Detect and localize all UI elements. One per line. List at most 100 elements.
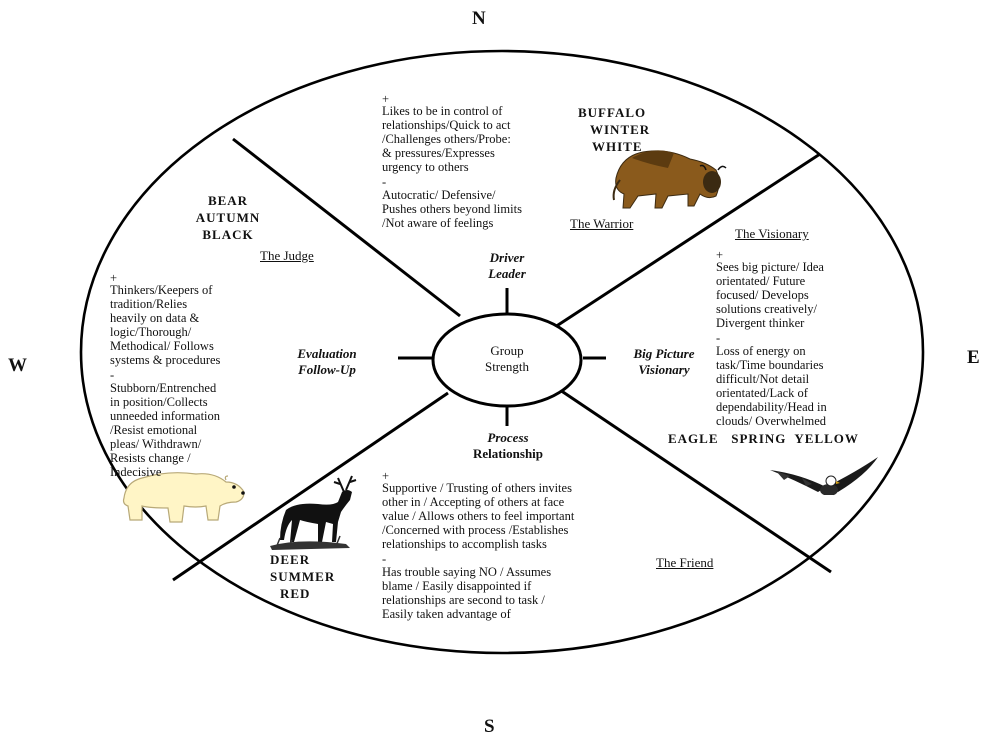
north-animal-name: BUFFALO <box>578 105 647 120</box>
south-plus-line: /Concerned with process /Establishes <box>382 523 569 537</box>
east-minus-sign: - <box>716 331 721 345</box>
east-plus-line: Divergent thinker <box>716 316 805 330</box>
south-minus-sign: - <box>382 552 387 566</box>
south-animal-label: DEER SUMMER RED <box>270 551 340 602</box>
east-style: Big Picture Visionary <box>612 346 716 378</box>
north-season: WINTER <box>590 122 651 137</box>
north-minus-line: /Not aware of feelings <box>382 216 494 230</box>
west-style-line1: Evaluation <box>297 346 357 361</box>
west-minus-sign: - <box>110 368 115 382</box>
north-minus-line: Pushes others beyond limits <box>382 202 522 216</box>
polar-bear-icon <box>122 472 245 523</box>
north-minus-sign: - <box>382 175 387 189</box>
center-label-line1: Group <box>490 343 524 358</box>
south-style-line1: Process <box>487 430 529 445</box>
north-traits: + Likes to be in control of relationship… <box>382 92 522 230</box>
deer-icon <box>270 475 357 550</box>
north-style-line1: Driver <box>489 250 525 265</box>
west-minus-line: in position/Collects <box>110 395 208 409</box>
north-plus-line: /Challenges others/Probe: <box>382 132 511 146</box>
west-plus-line: logic/Thorough/ <box>110 325 192 339</box>
west-style-line2: Follow-Up <box>298 362 356 377</box>
west-minus-line: Resists change / <box>110 451 191 465</box>
north-style-line2: Leader <box>488 266 526 281</box>
west-plus-line: systems & procedures <box>110 353 221 367</box>
north-animal-label: BUFFALO WINTER WHITE <box>578 104 658 155</box>
east-minus-line: Loss of energy on <box>716 344 806 358</box>
north-plus-line: & pressures/Expresses <box>382 146 495 160</box>
north-minus-line: Autocratic/ Defensive/ <box>382 188 496 202</box>
east-minus-line: difficult/Not detail <box>716 372 810 386</box>
west-style: Evaluation Follow-Up <box>278 346 376 378</box>
buffalo-icon <box>612 150 727 209</box>
south-minus-line: Has trouble saying NO / Assumes <box>382 565 552 579</box>
east-minus-line: task/Time boundaries <box>716 358 824 372</box>
east-minus-line: orientated/Lack of <box>716 386 808 400</box>
east-plus-line: orientated/ Future <box>716 274 806 288</box>
east-minus-line: clouds/ Overwhelmed <box>716 414 827 428</box>
eagle-icon <box>770 457 878 500</box>
east-role: The Visionary <box>735 226 809 241</box>
divider-nw <box>232 137 461 318</box>
center-label-line2: Strength <box>484 359 530 374</box>
east-style-line1: Big Picture <box>633 346 695 361</box>
east-minus-line: dependability/Head in <box>716 400 827 414</box>
west-role: The Judge <box>260 248 314 263</box>
outer-circle <box>79 49 925 655</box>
west-traits: + Thinkers/Keepers of tradition/Relies h… <box>110 271 221 479</box>
south-minus-line: relationships are second to task / <box>382 593 545 607</box>
compass-east: E <box>967 347 981 368</box>
east-plus-line: focused/ Develops <box>716 288 809 302</box>
south-plus-line: relationships to accomplish tasks <box>382 537 547 551</box>
west-plus-line: Thinkers/Keepers of <box>110 283 213 297</box>
south-plus-line: value / Allows others to feel important <box>382 509 575 523</box>
center-circle <box>431 312 583 408</box>
west-minus-line: /Resist emotional <box>110 423 198 437</box>
north-plus-line: relationships/Quick to act <box>382 118 511 132</box>
west-color: BLACK <box>202 227 254 242</box>
south-season: SUMMER <box>270 569 336 584</box>
west-minus-line: pleas/ Withdrawn/ <box>110 437 202 451</box>
north-plus-line: Likes to be in control of <box>382 104 503 118</box>
north-role: The Warrior <box>570 216 634 231</box>
south-style-line2: Relationship <box>472 446 544 461</box>
divider-se <box>559 388 832 574</box>
south-plus-sign: + <box>382 469 390 483</box>
south-style: Process Relationship <box>448 430 568 462</box>
west-plus-sign: + <box>110 271 118 285</box>
west-minus-line: Indecisive <box>110 465 162 479</box>
east-plus-sign: + <box>716 248 724 262</box>
south-color: RED <box>280 586 311 601</box>
west-plus-line: heavily on data & <box>110 311 200 325</box>
west-minus-line: Stubborn/Entrenched <box>110 381 217 395</box>
north-plus-line: urgency to others <box>382 160 469 174</box>
divider-sw <box>172 391 449 582</box>
west-minus-line: unneeded information <box>110 409 221 423</box>
divider-ne <box>554 152 821 329</box>
west-plus-line: Methodical/ Follows <box>110 339 214 353</box>
compass-south: S <box>484 716 496 737</box>
west-plus-line: tradition/Relies <box>110 297 188 311</box>
south-minus-line: blame / Easily disappointed if <box>382 579 532 593</box>
south-animal-name: DEER <box>270 552 311 567</box>
west-animal-label: BEAR AUTUMN BLACK <box>186 192 270 243</box>
north-color: WHITE <box>592 139 643 154</box>
north-style: Driver Leader <box>464 250 550 282</box>
south-traits: + Supportive / Trusting of others invite… <box>382 469 575 621</box>
east-plus-line: solutions creatively/ <box>716 302 818 316</box>
west-season: AUTUMN <box>195 210 261 225</box>
south-minus-line: Easily taken advantage of <box>382 607 511 621</box>
west-animal-name: BEAR <box>207 193 249 208</box>
east-style-line2: Visionary <box>638 362 690 377</box>
east-plus-line: Sees big picture/ Idea <box>716 260 824 274</box>
south-role: The Friend <box>656 555 714 570</box>
compass-west: W <box>8 355 28 376</box>
east-animal-label: EAGLE SPRING YELLOW <box>668 431 859 446</box>
north-plus-sign: + <box>382 92 390 106</box>
south-plus-line: other in / Accepting of others at face <box>382 495 565 509</box>
south-plus-line: Supportive / Trusting of others invites <box>382 481 572 495</box>
compass-north: N <box>472 8 487 29</box>
center-label: Group Strength <box>460 343 554 375</box>
east-traits: + Sees big picture/ Idea orientated/ Fut… <box>716 248 827 428</box>
